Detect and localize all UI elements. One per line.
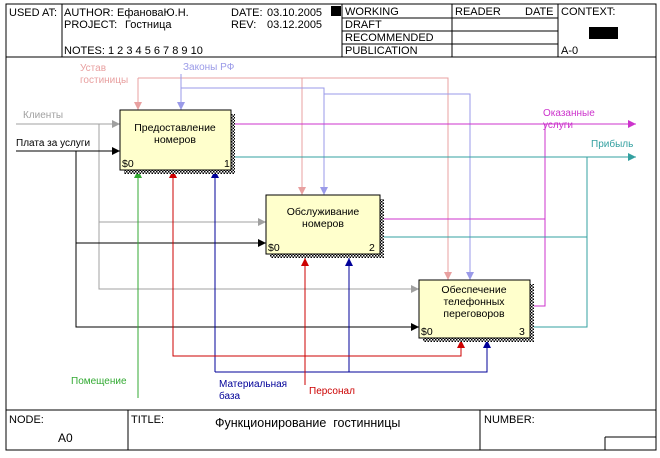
arrowhead — [483, 340, 491, 348]
rev-value: 03.12.2005 — [267, 19, 322, 31]
label-pribyl: Прибыль — [591, 138, 633, 150]
working-status-marker — [331, 6, 341, 16]
arrow-okaz — [231, 123, 636, 307]
box-1-number: 1 — [224, 158, 230, 170]
box-1-label-line-2: номеров — [154, 134, 196, 146]
arrowhead — [320, 187, 328, 195]
box-2-cost: $0 — [268, 242, 280, 254]
label-klienty: Клиенты — [23, 110, 63, 121]
arrowhead — [177, 102, 185, 110]
box-1[interactable]: Предоставление номеров $0 1 — [119, 109, 235, 174]
box-3-label-line-2: телефонных — [443, 296, 505, 308]
label-plata: Плата за услуги — [16, 138, 90, 149]
status-recommended: RECOMMENDED — [345, 32, 434, 44]
project-value: Гостница — [125, 19, 172, 31]
box-3[interactable]: Обеспечение телефонных переговоров $0 3 — [418, 279, 534, 342]
box-1-label-line-1: Предоставление — [134, 122, 216, 134]
node-label: NODE: — [9, 414, 44, 426]
status-working: WORKING — [345, 6, 399, 18]
label-okaz-1: Оказанные — [543, 108, 595, 119]
box-2[interactable]: Обслуживание номеров $0 2 — [265, 194, 384, 258]
label-ustav-1: Устав — [80, 63, 106, 74]
reader-label: READER — [455, 6, 501, 18]
status-draft: DRAFT — [345, 19, 382, 31]
arrowhead — [457, 340, 465, 348]
node-value: A0 — [58, 431, 73, 445]
label-ustav-2: гостиницы — [80, 75, 128, 86]
arrowhead — [345, 258, 353, 266]
arrowhead — [411, 285, 419, 293]
diagram-title: Функционирование гостинницы — [215, 416, 400, 430]
date-value: 03.10.2005 — [267, 7, 322, 19]
arrowhead — [466, 272, 474, 280]
arrow-mat — [214, 170, 488, 373]
author-value: ЕфановаЮ.Н. — [117, 7, 189, 19]
project-label: PROJECT: — [64, 19, 117, 31]
box-1-cost: $0 — [122, 158, 134, 170]
label-personal: Персонал — [309, 386, 355, 397]
arrowhead — [301, 258, 309, 266]
arrowhead — [258, 218, 266, 226]
arrowhead — [628, 153, 636, 161]
arrowhead — [112, 147, 120, 155]
arrowhead — [134, 102, 142, 110]
context-thumbnail — [589, 27, 618, 39]
number-label: NUMBER: — [484, 414, 535, 426]
arrow-klienty — [16, 123, 419, 290]
date-label: DATE: — [231, 7, 263, 19]
node-ref: A-0 — [561, 45, 578, 57]
label-pomesh: Помещение — [71, 376, 127, 387]
arrowhead — [628, 120, 636, 128]
date2-label: DATE — [525, 6, 554, 18]
label-mat-2: база — [219, 390, 241, 402]
arrowhead — [411, 323, 419, 331]
box-2-number: 2 — [369, 242, 375, 254]
label-mat-1: Материальная — [219, 379, 287, 390]
box-3-label-line-1: Обеспечение — [441, 284, 506, 296]
context-label: CONTEXT: — [561, 6, 615, 18]
arrowhead — [112, 120, 120, 128]
label-zakony: Законы РФ — [183, 62, 235, 73]
box-3-number: 3 — [519, 326, 525, 338]
arrowheads — [112, 102, 636, 348]
title-label: TITLE: — [131, 414, 164, 426]
box-3-cost: $0 — [421, 326, 433, 338]
box-2-label-line-1: Обслуживание — [287, 206, 360, 218]
label-okaz-2: услуги — [543, 120, 573, 131]
status-publication: PUBLICATION — [345, 45, 418, 57]
notes-label: NOTES: 1 2 3 4 5 6 7 8 9 10 — [64, 45, 203, 57]
header-frame — [5, 3, 657, 451]
box-3-label-line-3: переговоров — [443, 308, 505, 320]
box-2-label-line-2: номеров — [302, 218, 344, 230]
author-label: AUTHOR: — [64, 7, 114, 19]
arrow-pribyl — [231, 156, 636, 328]
arrowhead — [444, 272, 452, 280]
arrowhead — [298, 187, 306, 195]
used-at-label: USED AT: — [9, 7, 57, 19]
rev-label: REV: — [231, 19, 256, 31]
arrowhead — [258, 239, 266, 247]
